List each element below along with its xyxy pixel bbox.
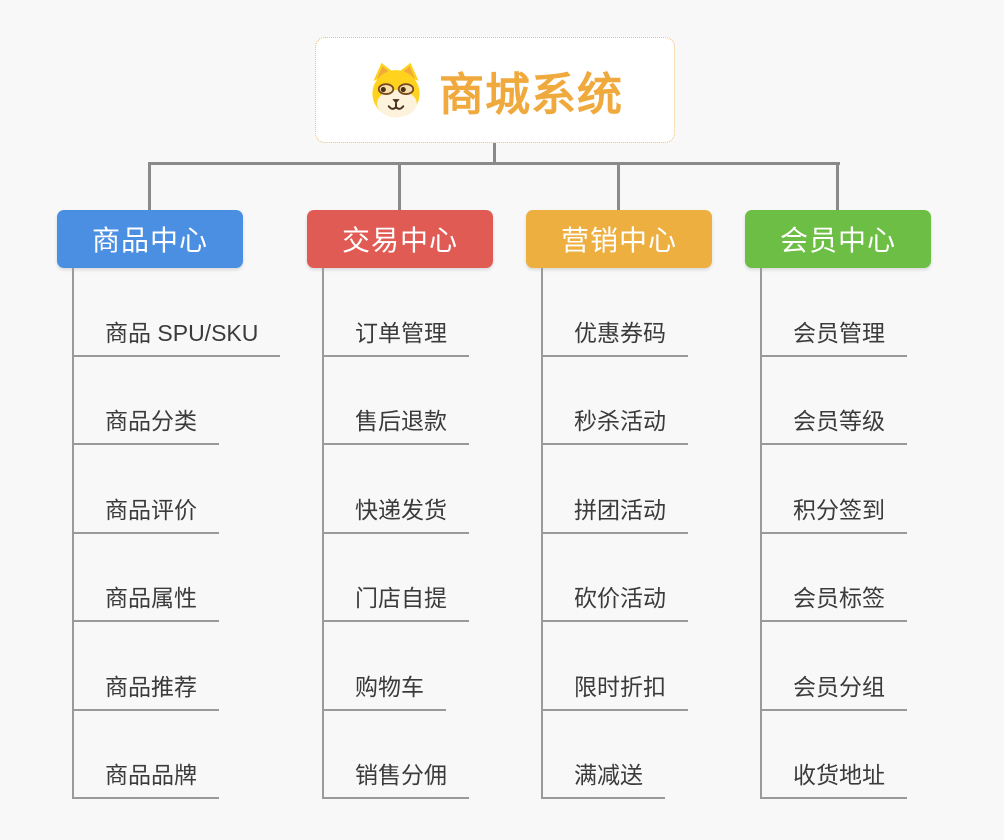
branch-items-marketing-center: 优惠券码 秒杀活动 拼团活动 砍价活动 限时折扣 满减送 — [526, 268, 771, 799]
leaf-node[interactable]: 会员分组 — [760, 668, 907, 711]
root-title: 商城系统 — [438, 68, 623, 120]
leaf-node[interactable]: 拼团活动 — [541, 491, 688, 534]
leaf-node[interactable]: 商品属性 — [72, 579, 219, 622]
leaf-node[interactable]: 积分签到 — [760, 491, 907, 534]
branch-items-member-center: 会员管理 会员等级 积分签到 会员标签 会员分组 收货地址 — [745, 268, 990, 799]
leaf-node[interactable]: 门店自提 — [322, 579, 469, 622]
leaf-node[interactable]: 会员管理 — [760, 314, 907, 357]
leaf-node[interactable]: 收货地址 — [760, 756, 907, 799]
branch-node-product-center[interactable]: 商品中心 — [57, 210, 243, 268]
root-node[interactable]: 商城系统 — [315, 37, 675, 143]
branch-node-marketing-center[interactable]: 营销中心 — [526, 210, 712, 268]
branch-items-product-center: 商品 SPU/SKU 商品分类 商品评价 商品属性 商品推荐 商品品牌 — [57, 268, 302, 799]
leaf-node[interactable]: 商品推荐 — [72, 668, 219, 711]
leaf-node[interactable]: 售后退款 — [322, 402, 469, 445]
connector-drop-marketing — [617, 162, 620, 210]
leaf-node[interactable]: 商品品牌 — [72, 756, 219, 799]
leaf-node[interactable]: 满减送 — [541, 756, 665, 799]
branch-node-trade-center[interactable]: 交易中心 — [307, 210, 493, 268]
connector-root-stem — [493, 143, 496, 163]
leaf-node[interactable]: 会员标签 — [760, 579, 907, 622]
branch-items-trade-center: 订单管理 售后退款 快递发货 门店自提 购物车 销售分佣 — [307, 268, 552, 799]
leaf-node[interactable]: 销售分佣 — [322, 756, 469, 799]
leaf-node[interactable]: 限时折扣 — [541, 668, 688, 711]
leaf-node[interactable]: 秒杀活动 — [541, 402, 688, 445]
leaf-node[interactable]: 购物车 — [322, 668, 446, 711]
leaf-node[interactable]: 优惠券码 — [541, 314, 688, 357]
leaf-node[interactable]: 快递发货 — [322, 491, 469, 534]
leaf-node[interactable]: 商品分类 — [72, 402, 219, 445]
leaf-node[interactable]: 商品评价 — [72, 491, 219, 534]
leaf-node[interactable]: 订单管理 — [322, 314, 469, 357]
leaf-node[interactable]: 砍价活动 — [541, 579, 688, 622]
connector-drop-products — [148, 162, 151, 210]
connector-horizontal-bar — [148, 162, 840, 165]
dog-face-icon — [372, 62, 420, 118]
leaf-node[interactable]: 会员等级 — [760, 402, 907, 445]
leaf-node[interactable]: 商品 SPU/SKU — [72, 314, 281, 357]
branch-node-member-center[interactable]: 会员中心 — [745, 210, 931, 268]
connector-drop-members — [836, 162, 839, 210]
connector-drop-trade — [398, 162, 401, 210]
